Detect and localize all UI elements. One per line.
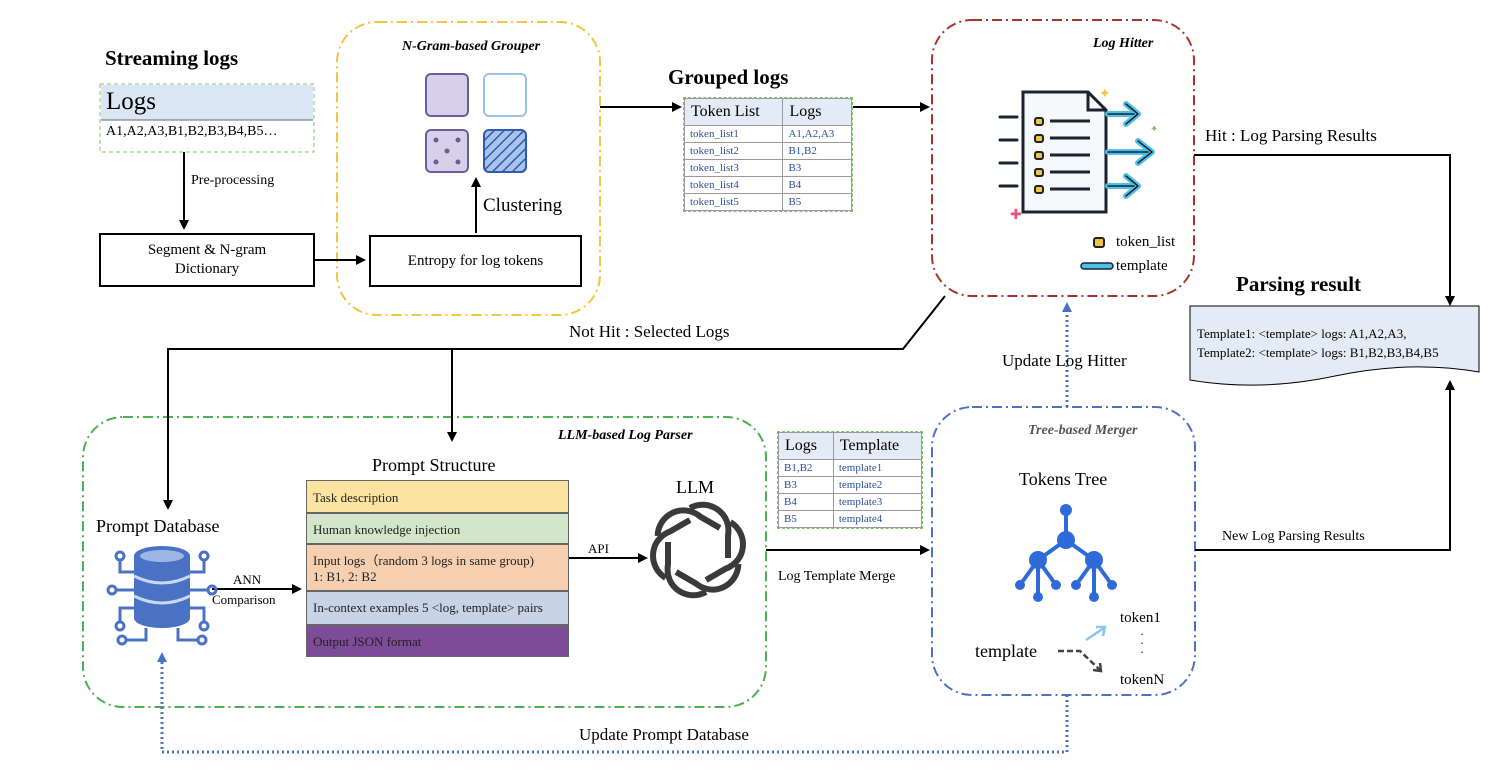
prompt-database-label: Prompt Database [96, 516, 220, 536]
tokens-tree-label: Tokens Tree [1019, 469, 1108, 489]
clustering-label: Clustering [483, 195, 563, 216]
token-ellipsis: · · · [1140, 627, 1144, 659]
legend-token-icon [1093, 237, 1105, 248]
merger-template-label: template [975, 641, 1037, 661]
document-icon [1021, 90, 1108, 214]
logs-box-border [99, 83, 315, 153]
comparison-label: Comparison [212, 592, 276, 607]
prompt-input-line2: 1: B1, 2: B2 [313, 569, 377, 584]
streaming-logs-heading: Streaming logs [105, 46, 239, 70]
grouped-header-logs: Logs [782, 98, 852, 126]
update-prompt-arrow [157, 652, 1069, 754]
sparkle-icon: ✚ [1010, 208, 1022, 223]
grouper-title: N-Gram-based Grouper [402, 39, 541, 54]
table-cell: token_list2 [683, 142, 784, 160]
llm-label: LLM [676, 477, 714, 497]
prompt-task-row: Task description [306, 480, 569, 513]
table-cell: template3 [832, 493, 923, 511]
prompt-knowledge-row: Human knowledge injection [306, 513, 569, 544]
merger-title: Tree-based Merger [1028, 423, 1138, 438]
hitter-title: Log Hitter [1093, 36, 1154, 51]
arrow-chevrons-icon [1105, 101, 1155, 199]
prompt-input-row: Input logs（random 3 logs in same group) … [306, 544, 569, 591]
llm-logo-icon [650, 501, 746, 599]
prompt-structure-heading: Prompt Structure [372, 455, 496, 475]
logs-box-title: Logs [106, 88, 156, 115]
token1-label: token1 [1120, 610, 1161, 626]
template-header-template: Template [832, 432, 923, 460]
hit-arrow [1194, 154, 1455, 306]
logs-box-content: A1,A2,A3,B1,B2,B3,B4,B5… [106, 124, 278, 139]
merge-label: Log Template Merge [778, 569, 896, 584]
speed-lines-icon [998, 115, 1019, 188]
preprocess-label: Pre-processing [191, 173, 275, 188]
table-cell: B4 [782, 176, 852, 194]
segment-dictionary-box: Segment & N-gram Dictionary [99, 233, 315, 287]
update-hitter-label: Update Log Hitter [1002, 351, 1127, 370]
not-hit-arrow [163, 295, 946, 510]
parser-region [82, 416, 767, 708]
hitter-region [931, 19, 1195, 297]
hit-label: Hit : Log Parsing Results [1205, 126, 1377, 145]
not-hit-label: Not Hit : Selected Logs [569, 322, 730, 341]
prompt-incontext-row: In-context examples 5 <log, template> pa… [306, 591, 569, 625]
table-cell: template4 [832, 510, 923, 528]
table-cell: template2 [832, 476, 923, 494]
ann-label: ANN [233, 572, 262, 587]
sparkle-icon: ✦ [1099, 87, 1111, 102]
database-icon [106, 546, 218, 646]
new-results-label: New Log Parsing Results [1222, 529, 1365, 544]
table-cell: B5 [782, 193, 852, 211]
table-cell: template1 [832, 459, 923, 477]
table-cell: B3 [782, 159, 852, 177]
grouped-header-token: Token List [683, 98, 784, 126]
cluster-square-icon [483, 73, 527, 117]
update-prompt-label: Update Prompt Database [579, 725, 749, 744]
api-label: API [588, 541, 609, 556]
legend-template-label: template [1116, 258, 1168, 274]
parsing-result-line1: Template1: <template> logs: A1,A2,A3, [1197, 326, 1407, 341]
new-results-arrow [1195, 380, 1455, 551]
template-header-logs: Logs [778, 432, 834, 460]
parsing-result-shape [1189, 305, 1480, 386]
parsing-result-heading: Parsing result [1236, 272, 1362, 296]
table-cell: token_list4 [683, 176, 784, 194]
table-cell: B1,B2 [782, 142, 852, 160]
grouped-logs-heading: Grouped logs [668, 65, 789, 89]
template-split-arrows [1058, 625, 1107, 673]
tokenN-label: tokenN [1120, 672, 1165, 688]
legend-template-icon [1080, 262, 1114, 270]
table-cell: B4 [778, 493, 834, 511]
sparkle-icon: ✦ [1150, 124, 1158, 135]
entropy-box: Entropy for log tokens [369, 235, 582, 287]
table-cell: token_list1 [683, 125, 784, 143]
legend-token-label: token_list [1116, 234, 1176, 250]
table-cell: token_list3 [683, 159, 784, 177]
cluster-square-icon [425, 73, 469, 117]
hatched-square-icon [483, 129, 527, 173]
tree-icon [1015, 504, 1117, 602]
prompt-output-row: Output JSON format [306, 625, 569, 657]
table-cell: A1,A2,A3 [782, 125, 852, 143]
table-cell: B5 [778, 510, 834, 528]
prompt-input-line1: Input logs（random 3 logs in same group) [313, 553, 534, 568]
table-cell: B3 [778, 476, 834, 494]
parser-title: LLM-based Log Parser [558, 428, 693, 443]
table-cell: B1,B2 [778, 459, 834, 477]
table-cell: token_list5 [683, 193, 784, 211]
parsing-result-line2: Template2: <template> logs: B1,B2,B3,B4,… [1197, 345, 1439, 360]
